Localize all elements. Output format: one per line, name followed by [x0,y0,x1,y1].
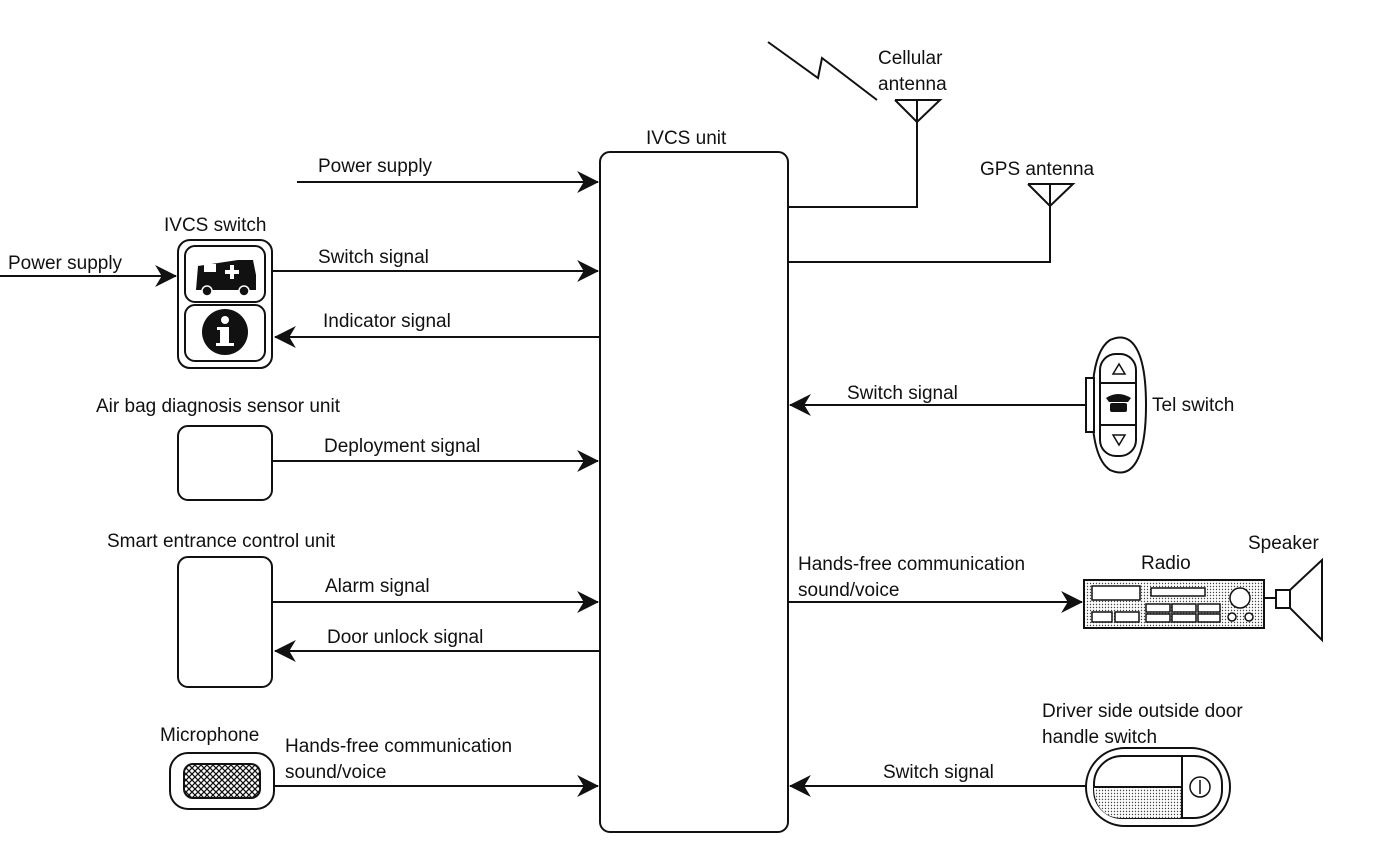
power-supply-left-label: Power supply [8,253,123,274]
ambulance-icon [196,260,256,297]
mic-signal-label-2: sound/voice [285,762,386,783]
alarm-signal-label: Alarm signal [325,576,430,597]
switch-signal-left-label: Switch signal [318,247,429,268]
radio-signal: Hands-free communication sound/voice [788,554,1084,613]
indicator-signal-label: Indicator signal [323,311,451,332]
deployment-signal-label: Deployment signal [324,436,480,457]
switch-signal-left: Switch signal [272,247,600,282]
door-switch-signal: Switch signal [788,762,1086,797]
radio-label: Radio [1141,553,1191,574]
deployment-signal: Deployment signal [272,436,600,472]
ivcs-switch-label: IVCS switch [164,215,266,236]
microphone: Microphone [160,725,275,810]
power-supply-top: Power supply [297,156,600,193]
gps-antenna: GPS antenna [788,159,1095,263]
ivcs-unit: IVCS unit [599,128,789,833]
door-unlock-signal-label: Door unlock signal [327,627,483,648]
speaker: Speaker [1248,533,1323,643]
radio-signal-label-2: sound/voice [798,580,899,601]
door-unlock-signal: Door unlock signal [273,627,600,662]
door-switch-label-1: Driver side outside door [1042,701,1243,722]
radio-signal-label-1: Hands-free communication [798,554,1025,575]
alarm-signal: Alarm signal [272,576,600,613]
door-switch-signal-label: Switch signal [883,762,994,783]
mic-signal: Hands-free communication sound/voice [274,736,600,797]
airbag-unit-label: Air bag diagnosis sensor unit [96,396,341,417]
down-arrow-icon [1111,434,1127,447]
cellular-antenna-label-1: Cellular [878,48,943,69]
door-switch-label-2: handle switch [1042,727,1157,748]
cellular-antenna-label-2: antenna [878,74,947,95]
ivcs-unit-label: IVCS unit [646,128,727,149]
up-arrow-icon [1111,362,1127,375]
radio: Radio [1083,553,1265,629]
airbag-sensor-unit: Air bag diagnosis sensor unit [96,396,341,501]
power-supply-top-label: Power supply [318,156,433,177]
tel-switch-signal-label: Switch signal [847,383,958,404]
microphone-grille [183,763,261,799]
power-button-icon [1189,776,1211,798]
tel-switch-label: Tel switch [1152,395,1234,416]
mic-signal-label-1: Hands-free communication [285,736,512,757]
microphone-label: Microphone [160,725,259,746]
door-handle-switch: Driver side outside door handle switch [1042,701,1243,827]
speaker-label: Speaker [1248,533,1319,554]
smart-entrance-control-unit: Smart entrance control unit [107,531,336,688]
cellular-antenna: Cellular antenna [767,41,947,208]
gps-antenna-label: GPS antenna [980,159,1095,180]
tel-switch-signal: Switch signal [788,383,1086,416]
radio-knob-icon [1229,587,1251,609]
phone-icon [1106,394,1131,412]
power-supply-left: Power supply [0,253,178,287]
indicator-signal: Indicator signal [273,311,600,348]
info-icon [202,309,248,355]
smart-entrance-label: Smart entrance control unit [107,531,336,552]
speaker-icon [1289,557,1323,643]
ivcs-switch: IVCS switch [164,215,273,369]
tel-switch: Tel switch [1085,336,1234,474]
